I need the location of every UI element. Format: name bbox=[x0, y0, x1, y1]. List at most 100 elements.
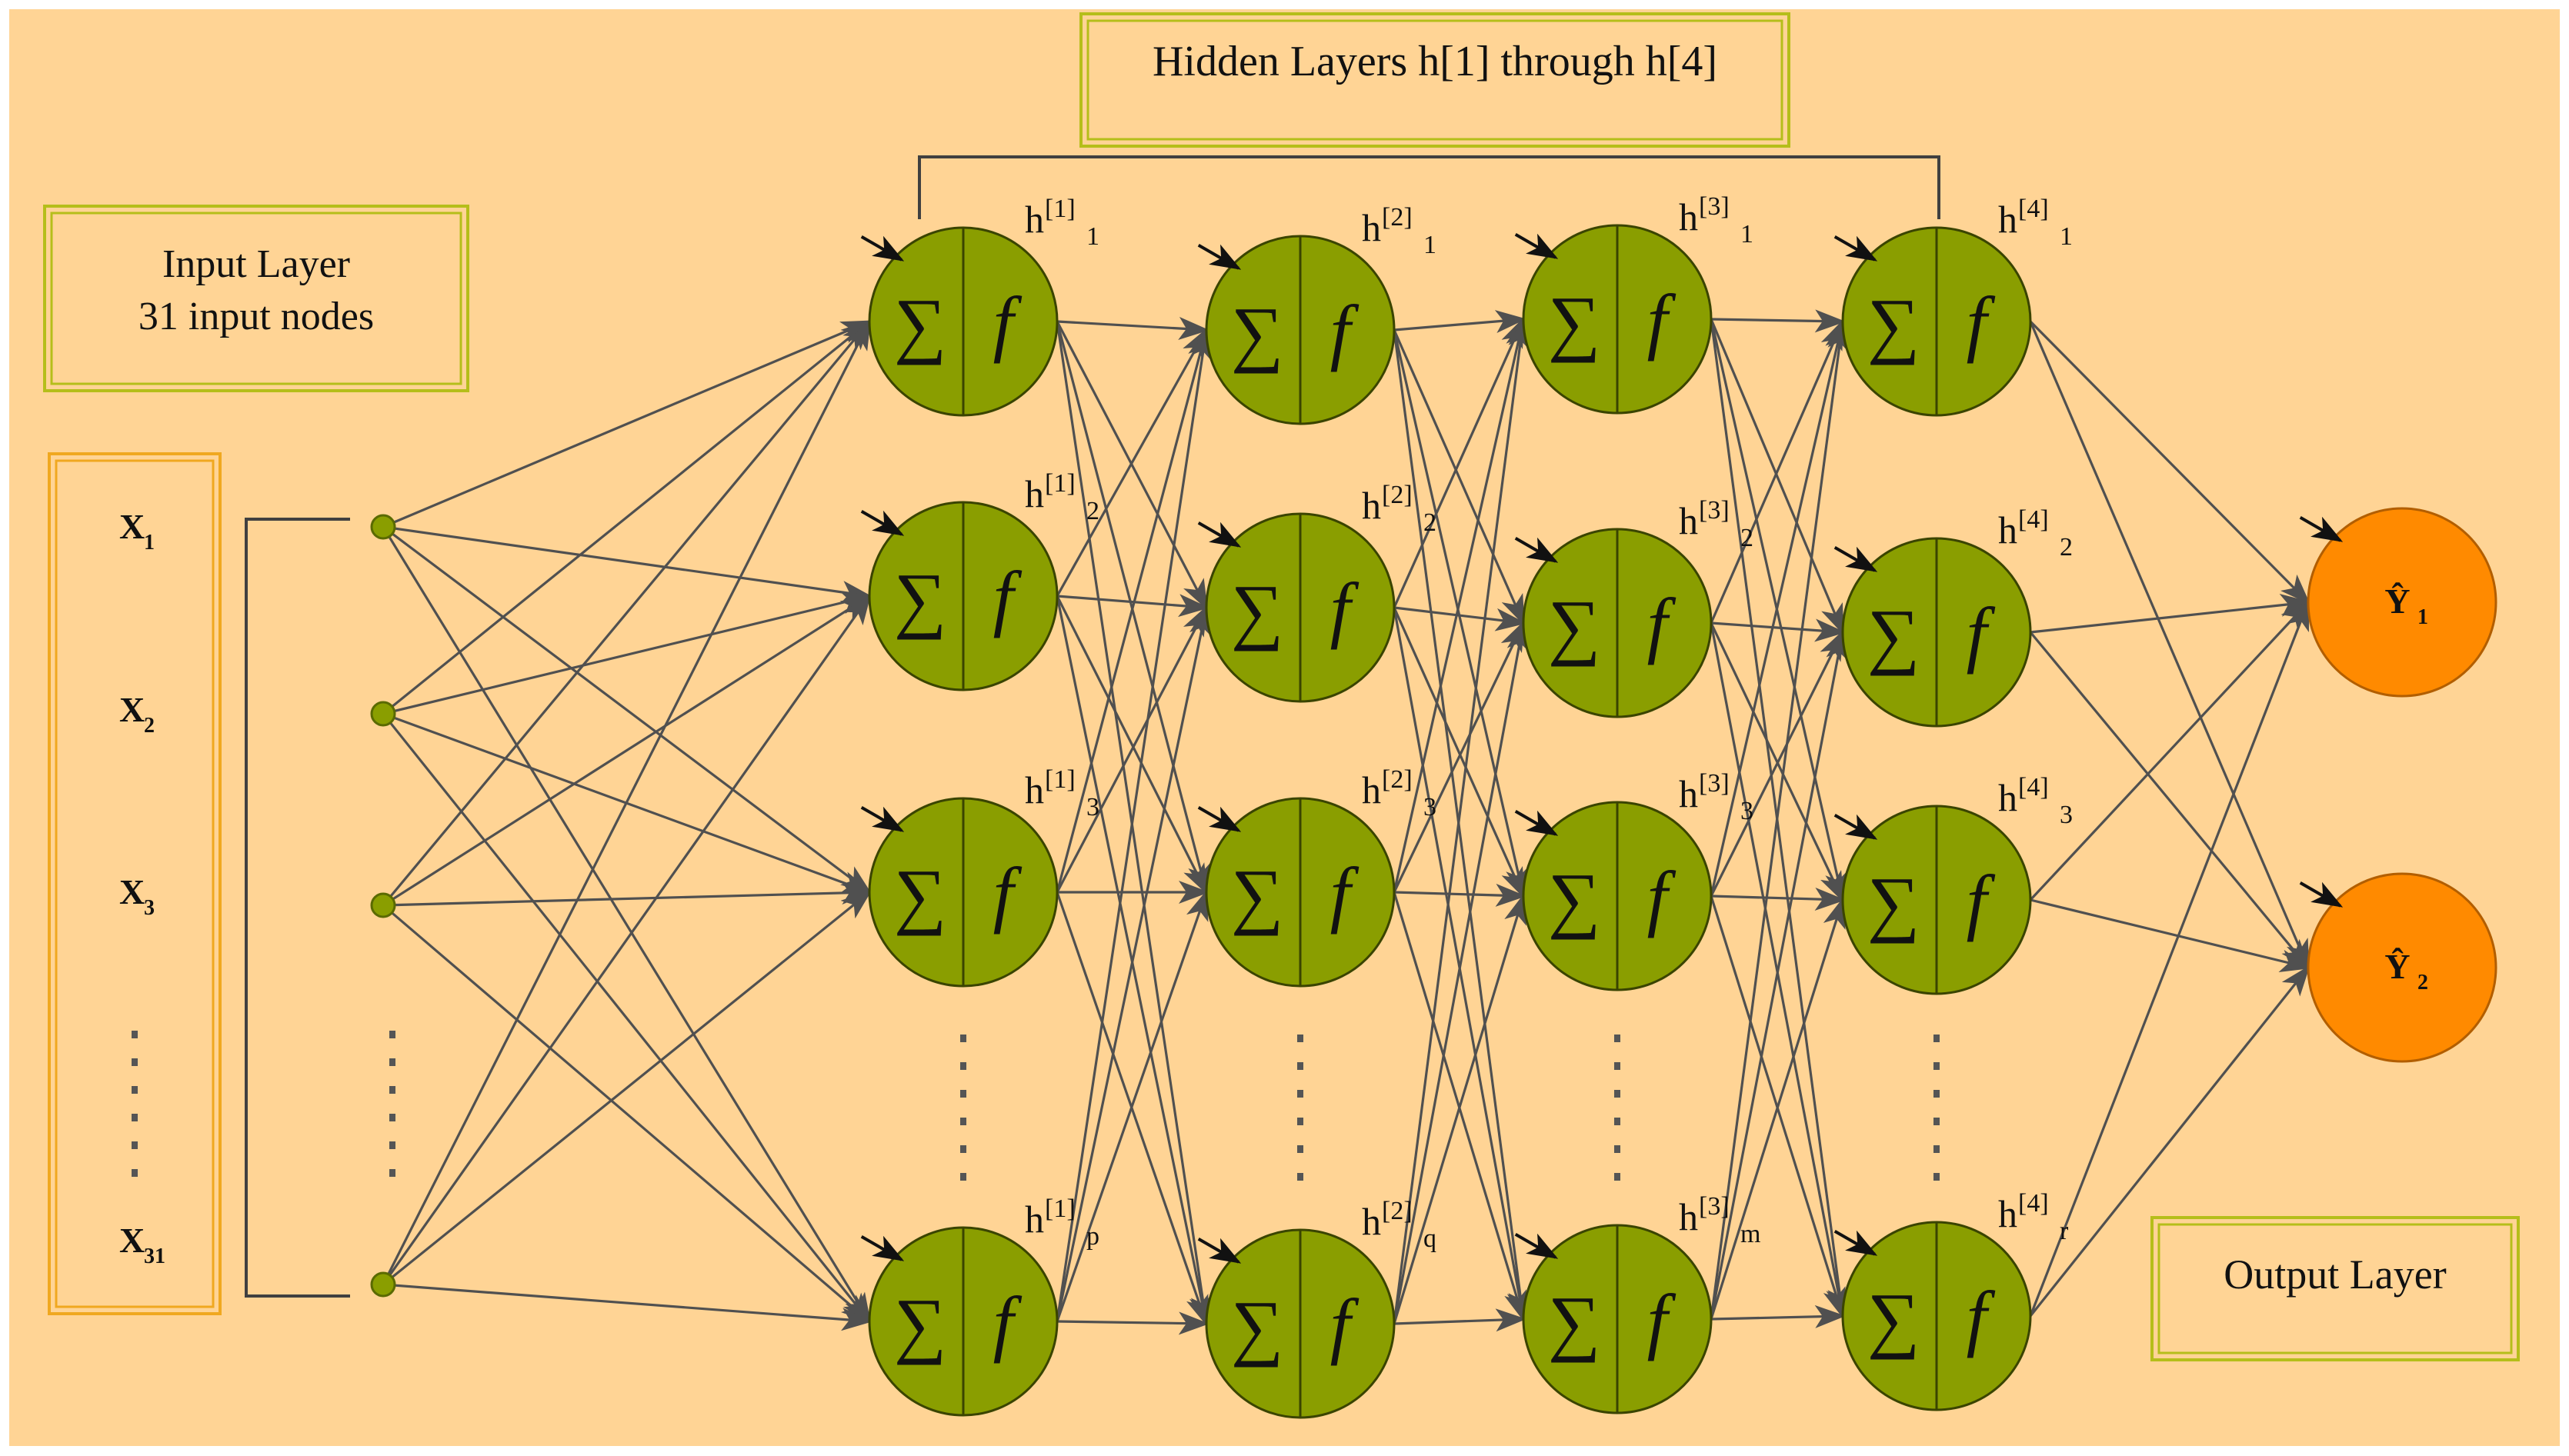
edge-h2-3-to-h3-1 bbox=[1393, 316, 1529, 893]
neuron-label-sup: [3] bbox=[1699, 769, 1730, 798]
bias-arrow-h4-3 bbox=[1833, 814, 1878, 840]
sum-icon: ∑ bbox=[1867, 1278, 1920, 1360]
output-label-sub: 1 bbox=[2417, 605, 2428, 629]
edge-h2-1-to-h3-3 bbox=[1393, 329, 1529, 899]
edge-h4-1-to-output-1 bbox=[2029, 320, 2310, 605]
hidden-neuron-h3-1: ∑f bbox=[1522, 224, 1713, 415]
neuron-label-base: h bbox=[1679, 772, 1698, 815]
neuron-label-sup: [4] bbox=[2018, 195, 2049, 223]
input-node-ellipsis-dot bbox=[389, 1114, 395, 1121]
edge-h2-2-to-h3-4 bbox=[1393, 607, 1530, 1322]
bias-arrow-h3-3 bbox=[1514, 810, 1559, 836]
edge-h4-4-to-output-1 bbox=[2029, 599, 2310, 1317]
hidden-ellipsis-dot-h1 bbox=[960, 1173, 966, 1181]
input-label-base: X bbox=[119, 690, 145, 729]
neuron-label-sub: 3 bbox=[1740, 797, 1753, 825]
hidden-ellipsis-dot-h3 bbox=[1614, 1090, 1620, 1098]
output-circle bbox=[2307, 507, 2497, 698]
edge-h2-2-to-h3-3 bbox=[1393, 607, 1525, 899]
bias-arrow-h3-1 bbox=[1514, 233, 1559, 259]
edge-input-2-to-h1-2 bbox=[382, 591, 872, 715]
edge-h4-2-to-output-2 bbox=[2029, 631, 2310, 971]
bias-arrow-h2-3 bbox=[1197, 806, 1242, 832]
neuron-label-base: h bbox=[1362, 206, 1381, 249]
edge-h3-4-to-h4-4 bbox=[1710, 1304, 1846, 1328]
bias-arrow-h1-4 bbox=[860, 1235, 905, 1261]
edge-h1-3-to-h2-2 bbox=[1056, 605, 1208, 893]
input-layer-title-line1: Input Layer bbox=[162, 242, 350, 286]
sum-icon: ∑ bbox=[894, 283, 946, 365]
hidden-ellipsis-dot-h4 bbox=[1933, 1035, 1940, 1042]
neuron-label-sup: [2] bbox=[1382, 203, 1413, 232]
bias-arrow-h4-4 bbox=[1833, 1230, 1878, 1256]
bias-arrow-h3-4 bbox=[1514, 1233, 1559, 1259]
edge-h1-3-to-h2-1 bbox=[1056, 327, 1211, 893]
sum-icon: ∑ bbox=[1867, 594, 1920, 676]
edge-h1-1-to-h2-1 bbox=[1056, 316, 1209, 340]
edge-h1-4-to-h2-3 bbox=[1056, 889, 1209, 1322]
neuron-label-sup: [4] bbox=[2018, 505, 2049, 534]
neuron-label-sub: 2 bbox=[2060, 533, 2073, 561]
neuron-label-sup: [1] bbox=[1045, 469, 1076, 498]
hidden-ellipsis-dot-h3 bbox=[1614, 1118, 1620, 1125]
neuron-label-sub: q bbox=[1423, 1224, 1436, 1253]
hidden-layers-title: Hidden Layers h[1] through h[4] bbox=[1153, 38, 1717, 85]
hidden-neuron-h2-4: ∑f bbox=[1205, 1228, 1396, 1419]
output-label-sub: 2 bbox=[2417, 971, 2428, 995]
input-node-4 bbox=[370, 1271, 396, 1298]
hidden-ellipsis-dot-h1 bbox=[960, 1062, 966, 1070]
hidden-neuron-h1-1: ∑f bbox=[868, 226, 1059, 417]
sum-icon: ∑ bbox=[1231, 292, 1283, 374]
neuron-label-base: h bbox=[1362, 768, 1381, 811]
hidden-ellipsis-dot-h3 bbox=[1614, 1062, 1620, 1070]
edge-input-1-to-h1-1 bbox=[382, 320, 872, 528]
neuron-label-sup: [4] bbox=[2018, 773, 2049, 801]
edge-h2-4-to-h3-1 bbox=[1393, 316, 1532, 1324]
neuron-label-sup: [2] bbox=[1382, 481, 1413, 509]
hidden-layers-title-box: Hidden Layers h[1] through h[4] bbox=[1079, 12, 1790, 148]
edge-h1-2-to-h2-1 bbox=[1056, 327, 1208, 597]
hidden-ellipsis-dot-h2 bbox=[1297, 1145, 1303, 1153]
hidden-ellipsis-dot-h1 bbox=[960, 1145, 966, 1153]
hidden-ellipsis-dot-h3 bbox=[1614, 1035, 1620, 1042]
neuron-label-sub: 3 bbox=[2060, 801, 2073, 829]
input-label-sub: 1 bbox=[144, 531, 155, 555]
hidden-ellipsis-dot-h4 bbox=[1933, 1173, 1940, 1181]
neuron-label-sup: [4] bbox=[2018, 1189, 2049, 1218]
edge-input-3-to-h1-1 bbox=[382, 318, 872, 907]
hidden-neuron-h4-1: ∑f bbox=[1841, 226, 2032, 417]
labels: h[1]1h[1]2h[1]3h[1]ph[2]1h[2]2h[2]3h[2]q… bbox=[119, 192, 2073, 1268]
neuron-label-base: h bbox=[1998, 198, 2017, 241]
edge-input-3-to-h1-3 bbox=[382, 881, 872, 907]
edge-input-4-to-h1-1 bbox=[382, 318, 871, 1285]
edge-input-2-to-h1-1 bbox=[382, 319, 872, 715]
edge-input-4-to-h1-4 bbox=[382, 1283, 872, 1331]
edge-h2-4-to-h3-3 bbox=[1393, 893, 1526, 1324]
edge-input-4-to-h1-3 bbox=[382, 890, 872, 1286]
edge-h2-4-to-h3-2 bbox=[1393, 620, 1530, 1324]
hidden-neuron-h1-2: ∑f bbox=[868, 501, 1059, 691]
output-label-base: Ŷ bbox=[2384, 581, 2410, 621]
hidden-ellipsis-dot-h1 bbox=[960, 1035, 966, 1042]
sum-icon: ∑ bbox=[1548, 585, 1600, 667]
output-layer-title-box: Output Layer bbox=[2150, 1216, 2520, 1361]
hidden-neuron-h1-4: ∑f bbox=[868, 1226, 1059, 1417]
input-label-base: X bbox=[119, 507, 145, 546]
hidden-ellipsis-dot-h4 bbox=[1933, 1145, 1940, 1153]
sum-icon: ∑ bbox=[1231, 1285, 1283, 1368]
neuron-label-base: h bbox=[1025, 198, 1044, 241]
hidden-ellipsis-dot-h4 bbox=[1933, 1062, 1940, 1070]
hidden-ellipsis-dot-h2 bbox=[1297, 1062, 1303, 1070]
edge-h2-3-to-h3-2 bbox=[1393, 620, 1525, 893]
neuron-label-base: h bbox=[1362, 484, 1381, 527]
bias-arrow-h2-4 bbox=[1197, 1238, 1242, 1264]
hidden-ellipsis-dot-h1 bbox=[960, 1090, 966, 1098]
neuron-label-base: h bbox=[1998, 776, 2017, 819]
sum-icon: ∑ bbox=[894, 1283, 946, 1365]
input-node-1 bbox=[370, 514, 396, 540]
hidden-layers-bracket bbox=[918, 155, 1940, 219]
edge-input-1-to-h1-4 bbox=[382, 526, 872, 1324]
hidden-ellipsis-dot-h2 bbox=[1297, 1118, 1303, 1125]
